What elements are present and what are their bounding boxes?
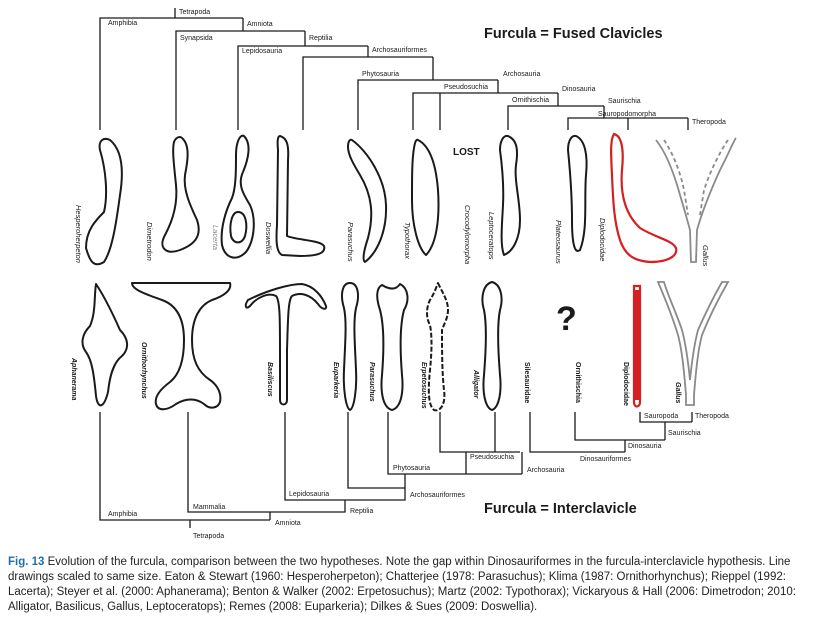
bottom-taxon-alligator: Alligator <box>472 369 479 400</box>
top-taxon-diplodocidae: Diplodocidae <box>598 218 607 261</box>
bone-lacerta <box>220 134 255 259</box>
bottom-clade-pseudosuchia: Pseudosuchia <box>470 454 514 461</box>
bottom-taxon-ornithischia: Ornithischia <box>574 362 581 403</box>
top-clade-archosauriformes: Archosauriformes <box>372 47 427 54</box>
bottom-taxon-aphanerama: Aphanerama <box>70 357 77 401</box>
top-taxon-labels: Hesperoherpeton Dimetrodon Lacerta Doswe… <box>74 205 710 267</box>
bottom-taxon-euparkeria: Euparkeria <box>332 362 339 398</box>
bottom-bone-drawings: ? <box>81 281 730 412</box>
top-clade-amniota: Amniota <box>247 21 273 28</box>
bottom-clade-amniota: Amniota <box>275 520 301 527</box>
top-taxon-crocodylomorpha: Crocodylomorpha <box>463 205 472 264</box>
bone-gallus-top <box>655 137 737 263</box>
bottom-clade-sauropoda: Sauropoda <box>644 413 678 420</box>
bottom-clade-saurischia: Saurischia <box>668 430 701 437</box>
bottom-taxon-basiliscus: Basiliscus <box>266 362 273 397</box>
bottom-taxon-gallus: Gallus <box>674 382 681 404</box>
bone-alligator <box>481 281 503 411</box>
bottom-clade-phytosauria: Phytosauria <box>393 465 430 472</box>
lost-label: LOST <box>453 147 480 158</box>
top-clade-dinosauria: Dinosauria <box>562 86 596 93</box>
bone-ornithorhynchus <box>131 282 232 411</box>
caption-label: Fig. 13 <box>8 556 45 568</box>
bone-hesperoherpeton <box>85 137 123 266</box>
bottom-clade-theropoda: Theropoda <box>695 413 729 420</box>
bottom-clade-mammalia: Mammalia <box>193 504 225 511</box>
bottom-clade-tetrapoda: Tetrapoda <box>193 533 224 540</box>
bottom-hypothesis-heading: Furcula = Interclavicle <box>484 501 637 517</box>
bone-basiliscus <box>244 283 328 406</box>
bone-lacerta-fenestra <box>229 211 248 244</box>
bottom-clade-dinosauriformes: Dinosauriformes <box>580 456 631 463</box>
top-taxon-doswellia: Doswellia <box>264 222 273 254</box>
bottom-clade-lepidosauria: Lepidosauria <box>289 491 329 498</box>
bottom-clade-amphibia: Amphibia <box>108 511 137 518</box>
bottom-taxon-erpetosuchus: Erpetosuchus <box>420 362 427 409</box>
bottom-taxon-silesauridae: Silesauridae <box>523 362 530 403</box>
top-taxon-hesperoherpeton: Hesperoherpeton <box>74 205 83 263</box>
figure-furcula-evolution: Amphibia Tetrapoda Amniota Synapsida Rep… <box>70 8 737 540</box>
bone-diplodocidae-bottom <box>632 284 642 408</box>
bottom-clade-archosauria: Archosauria <box>527 467 564 474</box>
top-bone-drawings <box>85 132 737 266</box>
unknown-question-mark: ? <box>556 300 577 338</box>
bottom-taxon-ornithorhynchus: Ornithorhynchus <box>140 342 147 399</box>
bottom-clade-dinosauria: Dinosauria <box>628 443 662 450</box>
bottom-taxon-diplodocidae: Diplodocidae <box>622 362 629 406</box>
top-taxon-typothorax: Typothorax <box>403 222 412 259</box>
bone-gallus-top-inner <box>663 139 729 216</box>
bottom-taxon-parasuchus: Parasuchus <box>368 362 375 402</box>
bottom-clade-reptilia: Reptilia <box>350 508 373 515</box>
caption-text: Evolution of the furcula, comparison bet… <box>8 556 796 613</box>
top-clade-reptilia: Reptilia <box>309 35 332 42</box>
bone-parasuchus-bottom <box>376 283 409 411</box>
top-clade-amphibia: Amphibia <box>108 20 137 27</box>
top-taxon-parasuchus: Parasuchus <box>346 222 355 262</box>
top-taxon-gallus: Gallus <box>701 245 710 267</box>
bone-plateosaurus <box>567 134 588 252</box>
figure-caption: Fig. 13 Evolution of the furcula, compar… <box>8 555 806 615</box>
bottom-cladogram: Sauropoda Theropoda Saurischia Dinosauri… <box>99 412 729 540</box>
top-clade-sauropodomorpha: Sauropodomorpha <box>598 111 656 118</box>
bone-dimetrodon <box>161 136 200 253</box>
top-hypothesis-heading: Furcula = Fused Clavicles <box>484 26 663 42</box>
top-taxon-dimetrodon: Dimetrodon <box>145 222 154 261</box>
bone-typothorax <box>411 138 440 256</box>
top-clade-archosauria: Archosauria <box>503 71 540 78</box>
bottom-taxon-labels: Aphanerama Ornithorhynchus Basiliscus Eu… <box>70 342 681 409</box>
top-clade-phytosauria: Phytosauria <box>362 71 399 78</box>
top-clade-ornithischia: Ornithischia <box>512 97 549 104</box>
bottom-clade-archosauriformes: Archosauriformes <box>410 492 465 499</box>
bone-parasuchus <box>347 138 388 263</box>
top-cladogram: Amphibia Tetrapoda Amniota Synapsida Rep… <box>99 8 726 158</box>
top-clade-theropoda: Theropoda <box>692 119 726 126</box>
bone-gallus-bottom <box>656 281 730 406</box>
top-clade-synapsida: Synapsida <box>180 35 213 42</box>
top-taxon-plateosaurus: Plateosaurus <box>554 220 563 264</box>
top-clade-pseudosuchia: Pseudosuchia <box>444 84 488 91</box>
top-clade-saurischia: Saurischia <box>608 98 641 105</box>
bone-diplodocidae-top <box>610 132 678 264</box>
bone-erpetosuchus <box>426 282 449 412</box>
top-taxon-lacerta: Lacerta <box>211 225 220 250</box>
bone-doswellia <box>275 135 326 257</box>
top-taxon-leptoceratops: Leptoceratops <box>487 212 496 260</box>
top-clade-lepidosauria: Lepidosauria <box>242 48 282 55</box>
bone-leptoceratops <box>499 134 521 256</box>
bone-aphanerama <box>81 283 128 407</box>
top-clade-tetrapoda: Tetrapoda <box>179 9 210 16</box>
bone-euparkeria <box>341 282 359 411</box>
